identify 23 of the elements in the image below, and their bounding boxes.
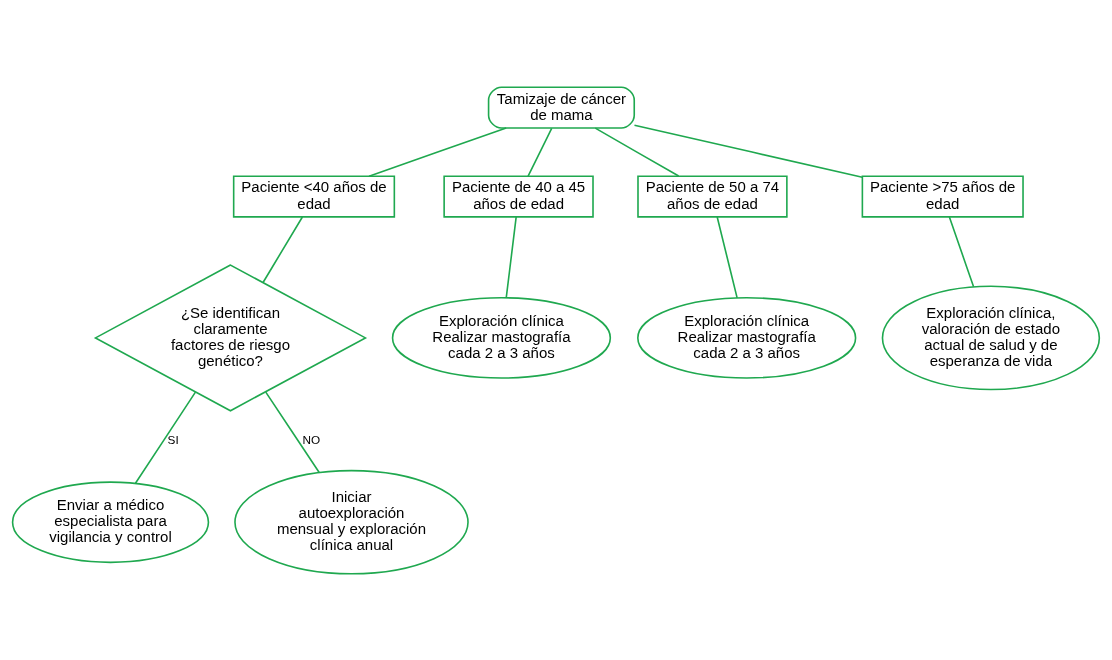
node-box: Paciente >75 años de edad <box>861 174 1024 218</box>
connector <box>633 124 864 178</box>
connector <box>368 126 507 177</box>
node-ellipse: Exploración clínica Realizar mastografía cada 2 a 3 años <box>637 296 857 379</box>
node-box: Paciente <40 años de edad <box>232 174 396 218</box>
edge-label: NO <box>302 432 321 446</box>
connector <box>594 126 680 177</box>
connector <box>716 215 738 299</box>
node-diamond: ¿Se identifican claramente factores de riesgo genético? <box>93 263 368 412</box>
node-ellipse: Enviar a médico especialista para vigilancia y control <box>11 480 210 563</box>
connector <box>134 390 197 484</box>
connector <box>265 390 320 473</box>
connector <box>262 215 304 283</box>
node-box: Paciente de 40 a 45 años de edad <box>443 174 594 218</box>
node-box: Paciente de 50 a 74 años de edad <box>637 174 788 218</box>
node-box: Tamizaje de cáncer de mama <box>487 85 636 129</box>
connector <box>505 215 517 298</box>
node-ellipse: Exploración clínica Realizar mastografía cada 2 a 3 años <box>391 296 612 379</box>
connector <box>948 215 975 288</box>
connector <box>527 127 553 177</box>
node-ellipse: Exploración clínica, valoración de estado actual de salud y de esperanza de vida <box>881 285 1101 390</box>
node-ellipse: Iniciar autoexploración mensual y exploración clínica anual <box>234 469 469 575</box>
edge-label: SI <box>167 432 179 446</box>
